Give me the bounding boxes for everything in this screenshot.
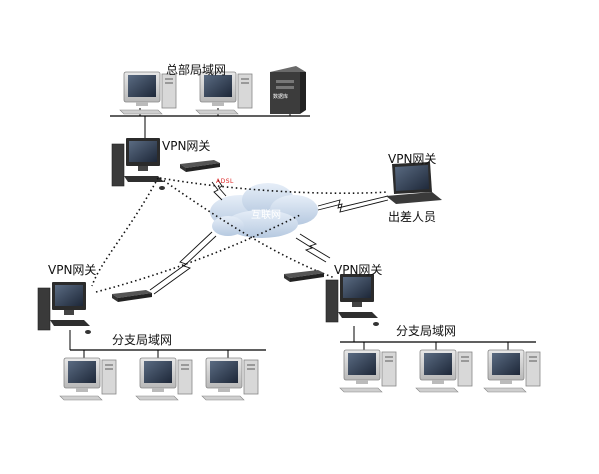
- tunnel-hq-branch-left: [91, 177, 159, 287]
- hq-gateway-label: VPN网关: [162, 139, 211, 153]
- branch-right-pc-1: [339, 349, 397, 393]
- branch-left-lan-label: 分支局域网: [112, 333, 173, 347]
- server-label: 数据库: [273, 94, 289, 100]
- branch-left-pc-3: [201, 357, 259, 401]
- branch-right-router: [284, 270, 324, 282]
- branch-left-gateway-pc: [37, 281, 92, 335]
- mobile-laptop: [386, 162, 442, 204]
- mobile-user-label: 出差人员: [388, 210, 437, 224]
- branch-left-gateway-label: VPN网关: [48, 263, 97, 277]
- adsl-label: ADSL: [216, 178, 234, 185]
- branch-right-gateway-label: VPN网关: [334, 263, 383, 277]
- hq-gateway-pc: [111, 137, 166, 191]
- internet-links: [149, 179, 389, 295]
- mobile-gateway-label: VPN网关: [388, 152, 437, 166]
- hq-pc-2: [195, 71, 253, 115]
- hq-router: [180, 160, 220, 172]
- branch-right-pc-2: [415, 349, 473, 393]
- hq-server: [270, 66, 306, 114]
- hq-lan-label: 总部局域网: [166, 63, 227, 77]
- branch-right-pc-3: [483, 349, 541, 393]
- tunnel-hq-branch-right: [159, 177, 336, 279]
- branch-right-gateway-pc: [325, 273, 380, 327]
- branch-right-lan-label: 分支局域网: [396, 324, 457, 338]
- vpn-tunnels: [91, 177, 389, 293]
- hq-pc-1: [119, 71, 177, 115]
- branch-left-pc-1: [59, 357, 117, 401]
- branch-left-pc-2: [135, 357, 193, 401]
- tunnel-hq-mobile: [159, 177, 389, 195]
- branch-left-router: [112, 290, 152, 302]
- internet-label: 互联网: [251, 210, 281, 221]
